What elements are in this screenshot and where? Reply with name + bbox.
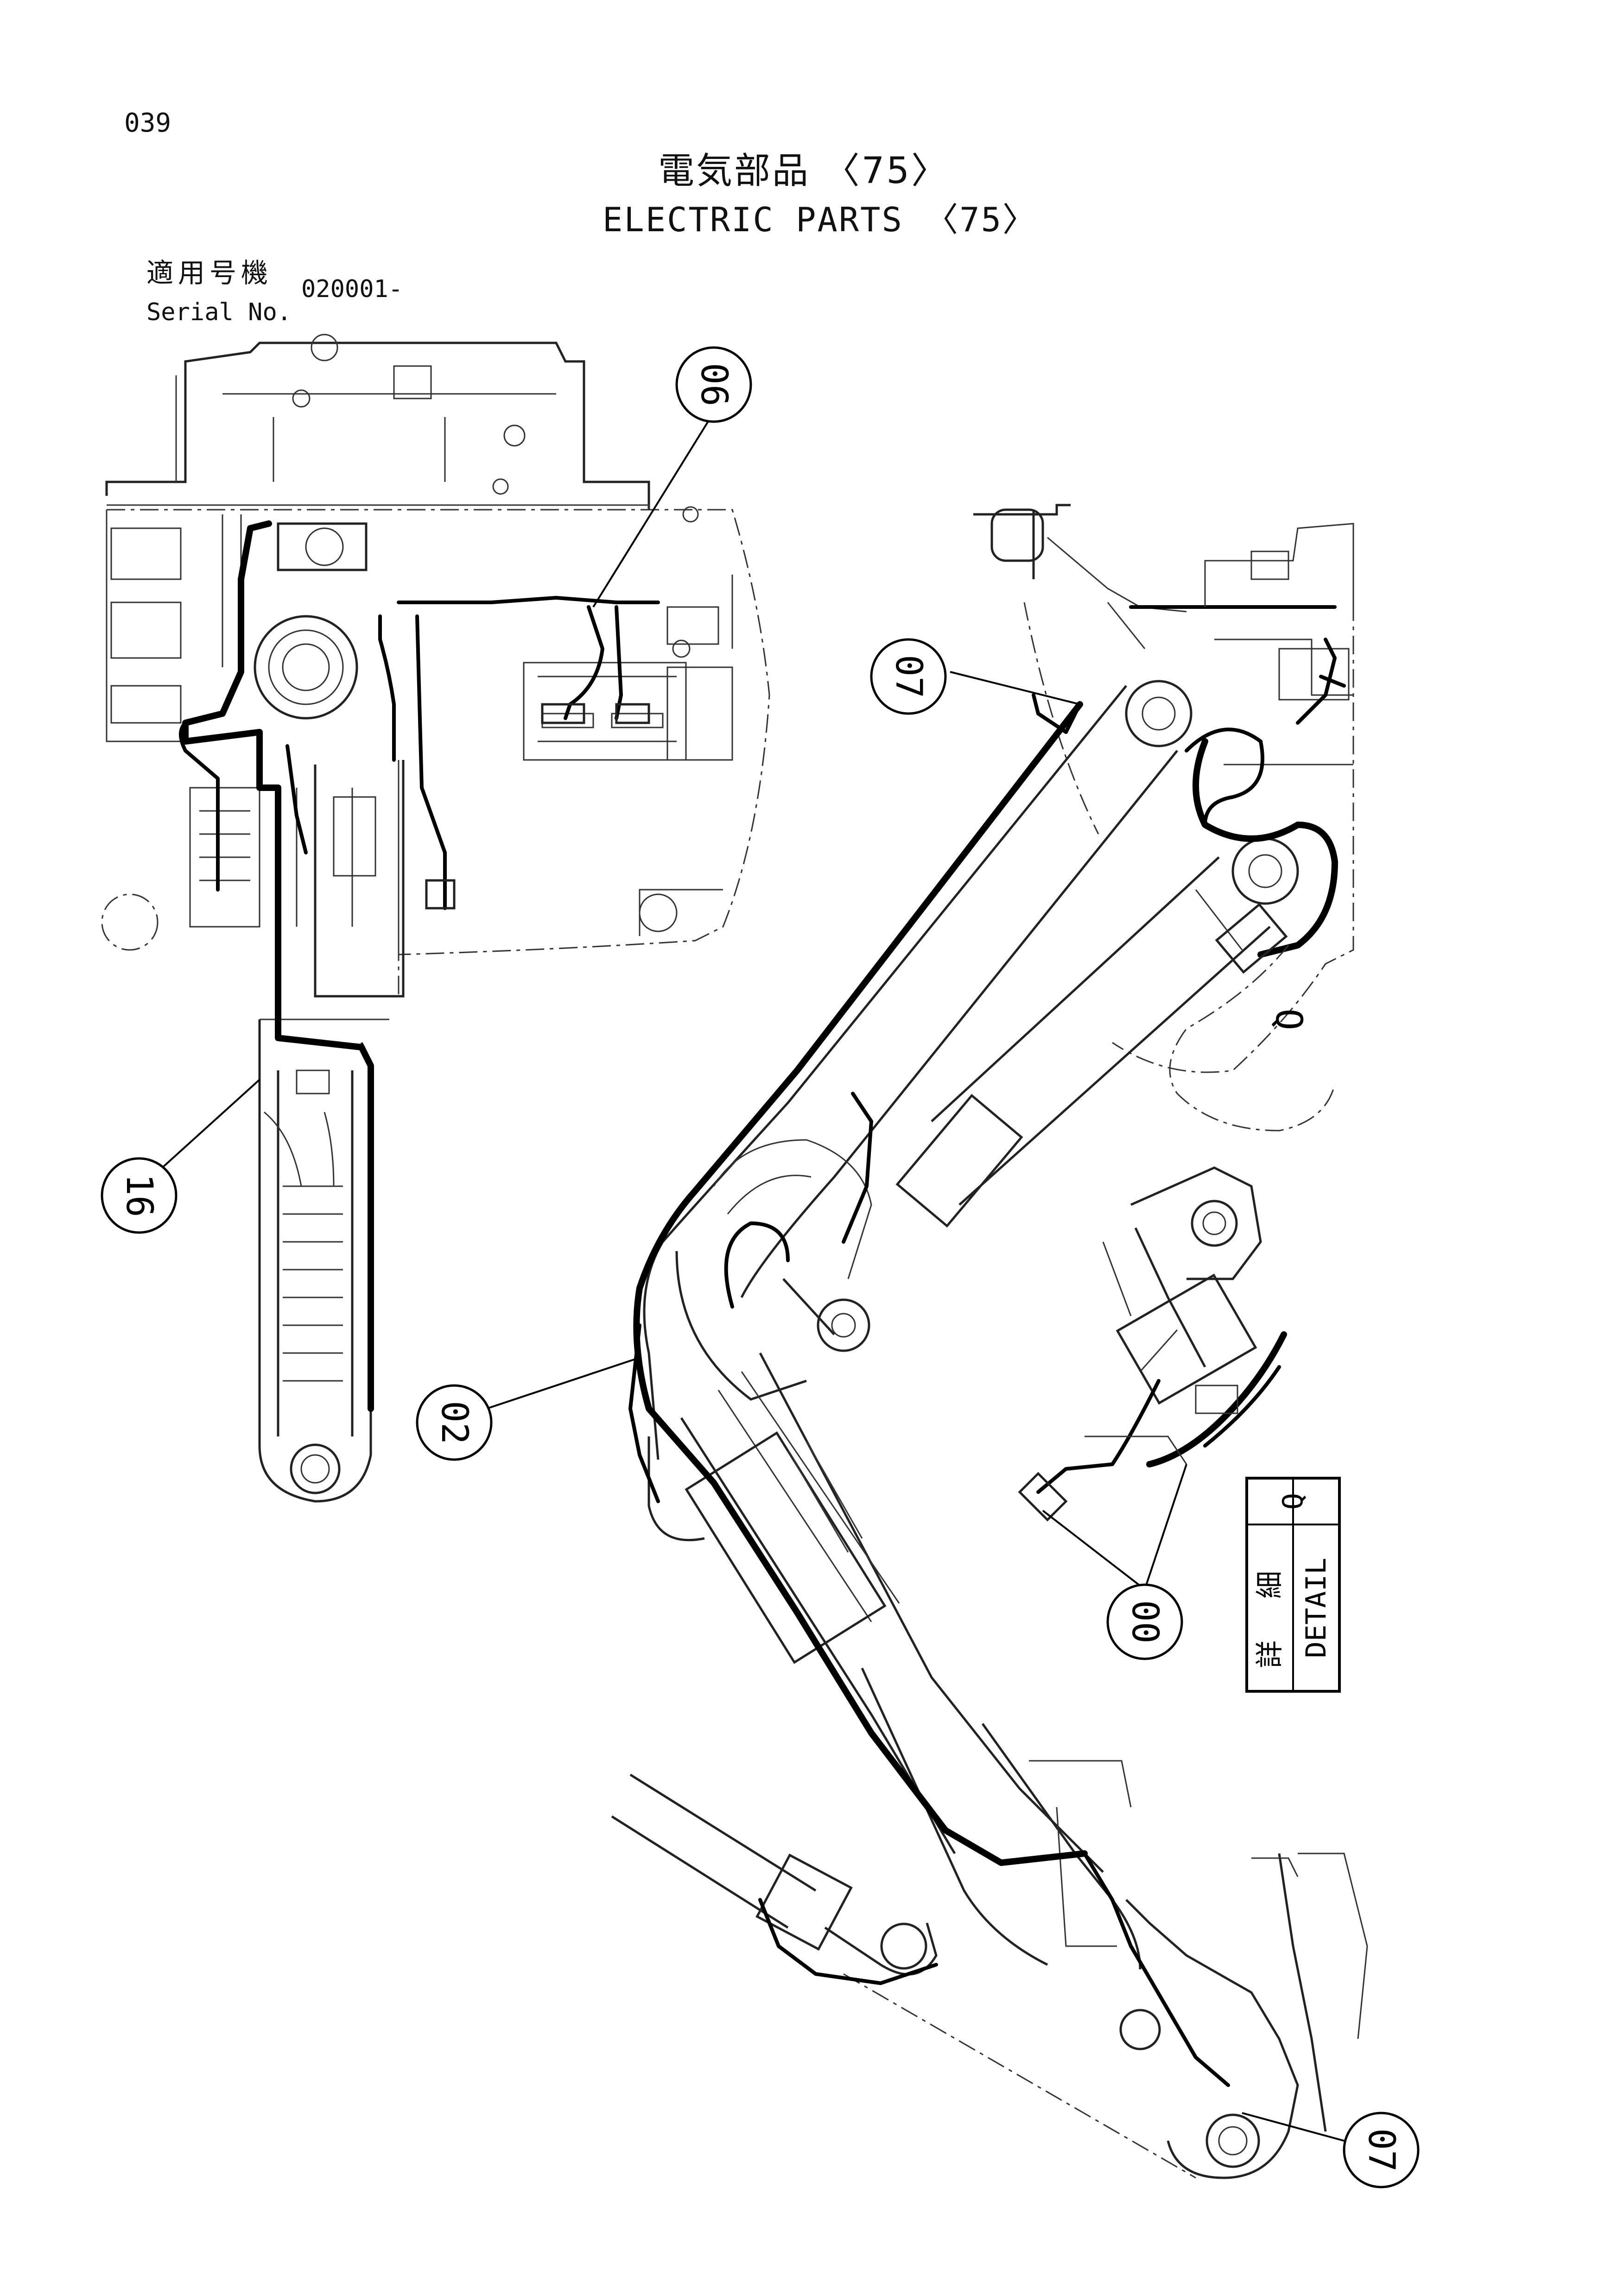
serial-number-value: 020001- <box>301 275 403 303</box>
applicable-model-label: 適用号機 <box>146 257 273 289</box>
svg-text:02: 02 <box>433 1401 475 1444</box>
svg-text:00: 00 <box>1124 1600 1166 1644</box>
page-title-japanese: 電気部品 〈75〉 <box>658 150 950 192</box>
serial-number-label: Serial No. <box>146 298 292 326</box>
page-number: 039 <box>124 108 171 138</box>
page-title-english: ELECTRIC PARTS 〈75〉 <box>603 200 1037 239</box>
detail-q-box: 詳 細 DETAIL Q <box>1245 1477 1341 1693</box>
callout-06: 06 <box>675 346 752 423</box>
svg-text:細: 細 <box>1254 1571 1286 1599</box>
svg-text:Q: Q <box>1277 1493 1309 1510</box>
detail-q-inset <box>1018 1166 1287 1522</box>
callout-q: Q <box>1268 1009 1309 1031</box>
svg-text:詳: 詳 <box>1254 1640 1286 1668</box>
svg-text:16: 16 <box>118 1174 160 1217</box>
svg-text:Q: Q <box>1268 1009 1309 1031</box>
callout-02: 02 <box>416 1384 493 1461</box>
callout-00: 00 <box>1106 1583 1183 1660</box>
leader-lines <box>161 411 1345 2142</box>
svg-text:06: 06 <box>693 363 735 406</box>
revolving-frame-drawing <box>101 334 770 998</box>
svg-text:07: 07 <box>888 655 929 698</box>
upper-harness <box>179 520 660 1412</box>
boom-harness <box>628 693 1230 2087</box>
callout-07-top: 07 <box>870 638 947 715</box>
boom-arm-drawing <box>611 680 1368 2179</box>
svg-text:07: 07 <box>1360 2128 1402 2172</box>
svg-text:DETAIL: DETAIL <box>1300 1558 1332 1658</box>
upper-structure-drawing <box>973 504 1354 1073</box>
callout-16: 16 <box>101 1157 178 1234</box>
detail-q-boundary <box>1169 945 1336 1132</box>
swing-bracket-drawing <box>258 1018 389 1503</box>
cylinder-cable-coil <box>1185 638 1346 974</box>
callout-07-bottom: 07 <box>1343 2112 1420 2188</box>
